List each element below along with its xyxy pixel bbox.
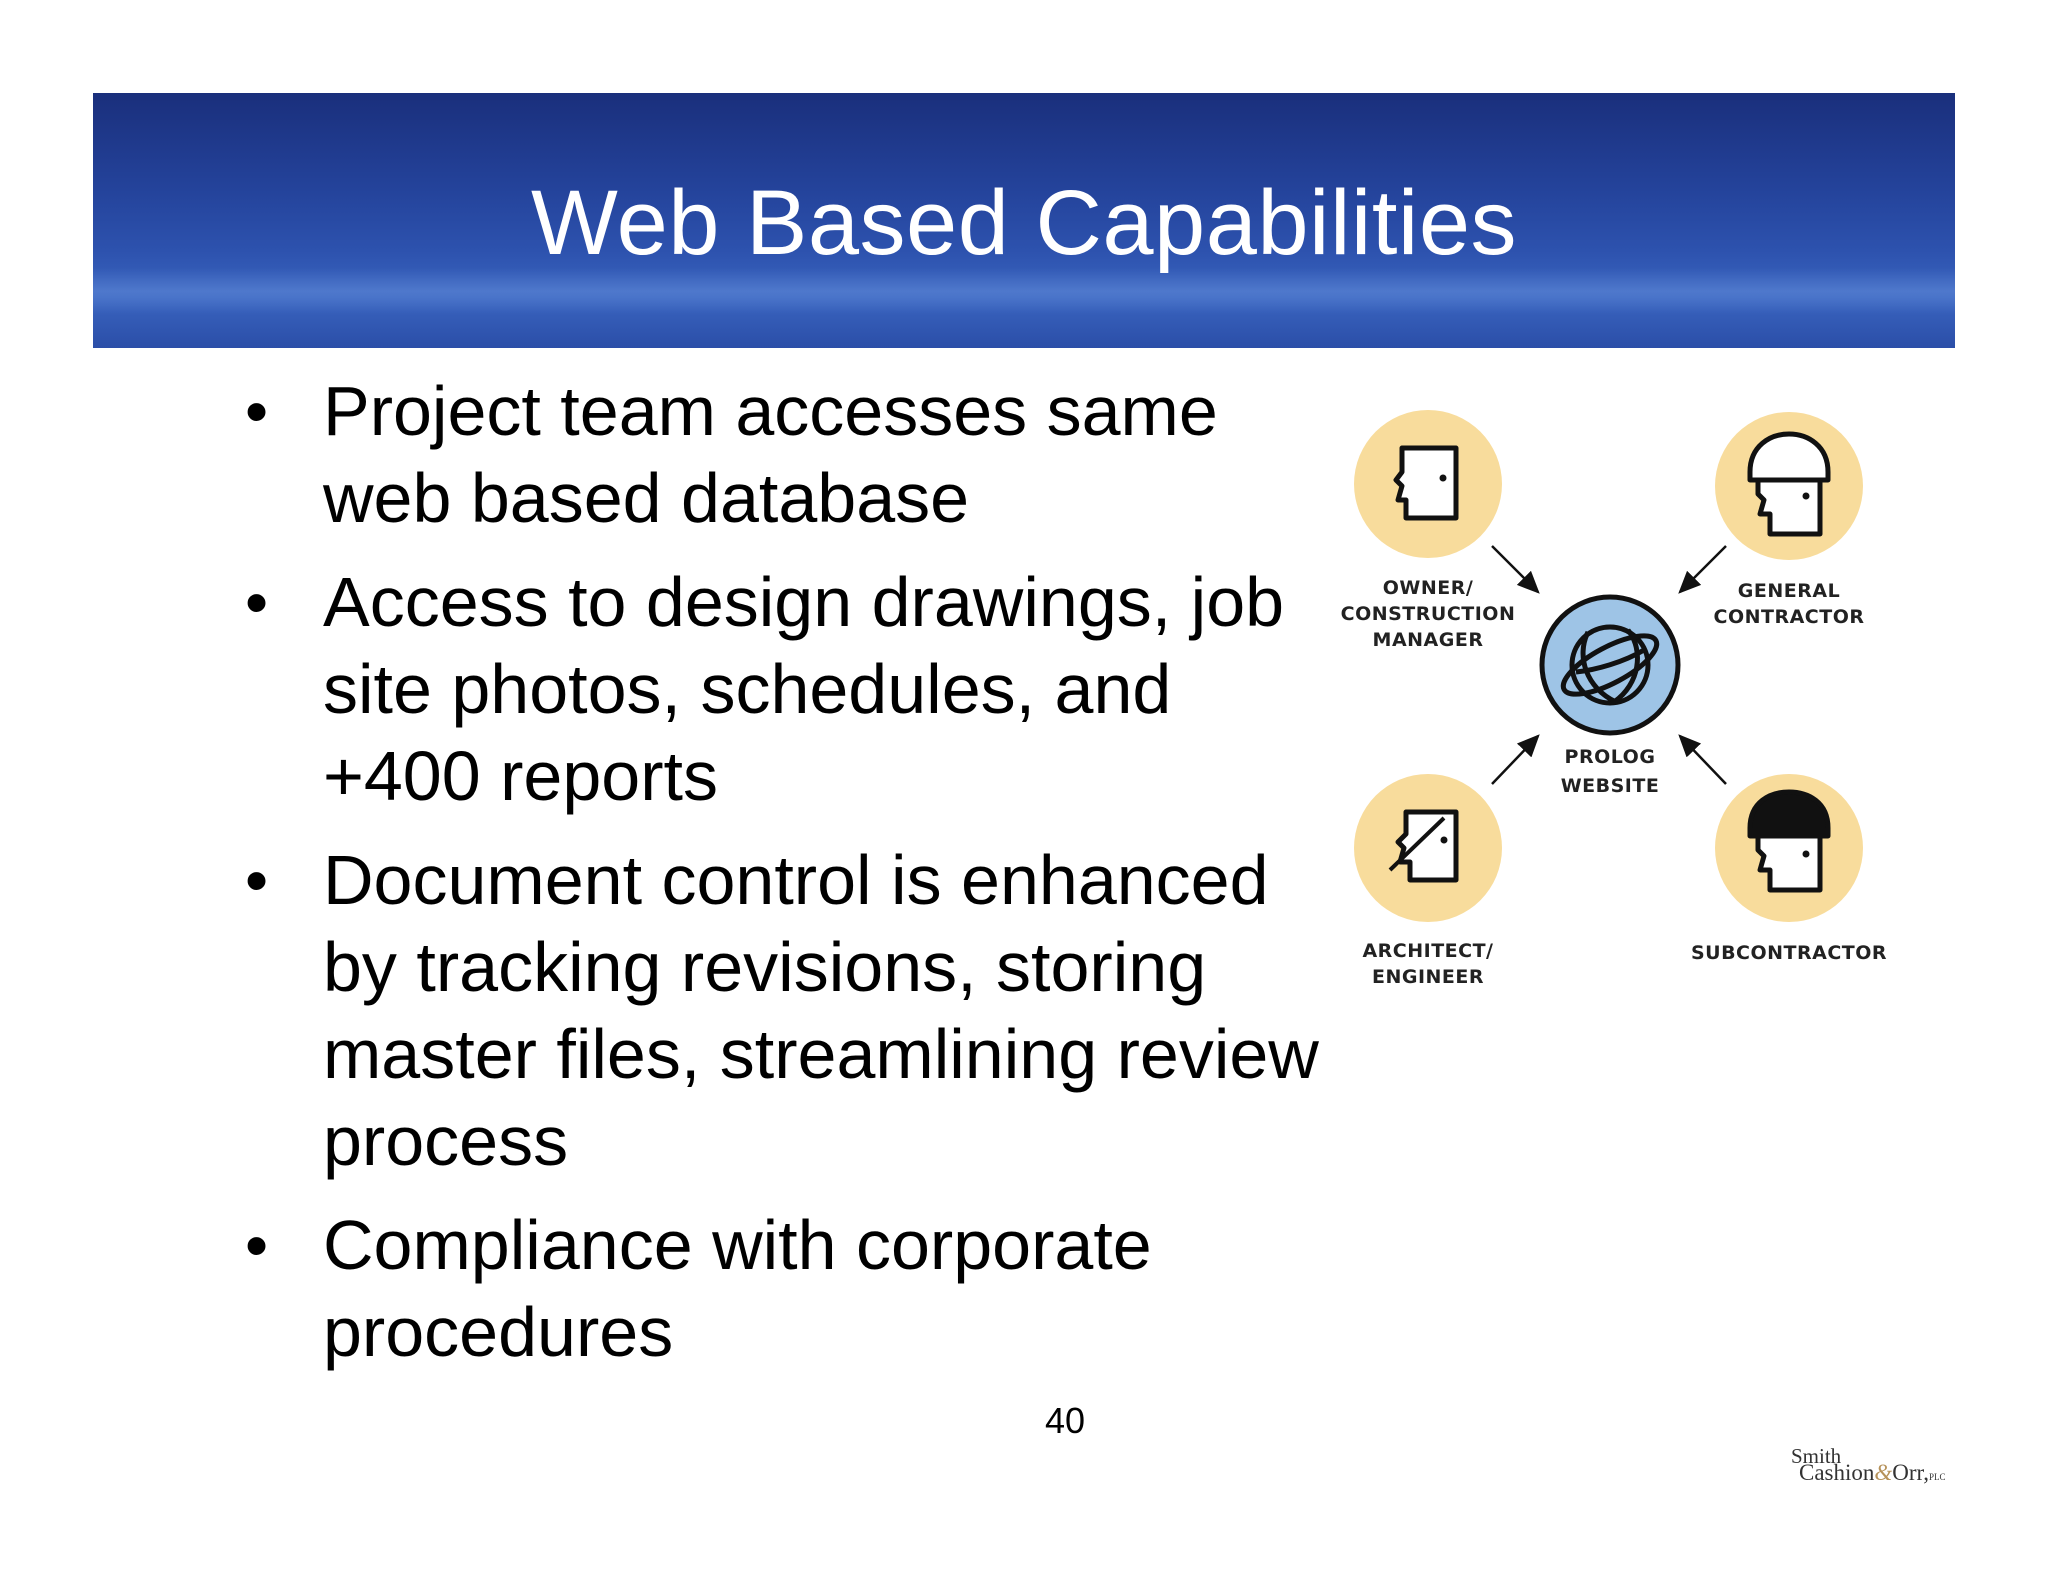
logo-suffix: PLC xyxy=(1929,1472,1946,1482)
bullet-line: Document control is enhanced xyxy=(323,841,1269,919)
architect-eye xyxy=(1440,836,1448,844)
title-bar-sheen xyxy=(93,268,1955,314)
hardhat-head-icon xyxy=(1747,431,1831,537)
architect-node xyxy=(1354,774,1502,922)
globe-icon xyxy=(1560,624,1660,706)
page-number: 40 xyxy=(1044,1400,1086,1441)
center-label-line1: PROLOG xyxy=(1565,746,1656,768)
bullet-line: web based database xyxy=(323,459,970,537)
bullet-line: master files, streamlining review xyxy=(323,1015,1319,1093)
subcontractor-node xyxy=(1715,774,1863,922)
bullet-line: site photos, schedules, and xyxy=(323,650,1172,728)
architect-pencil xyxy=(1388,816,1446,872)
owner-head-icon xyxy=(1393,445,1459,521)
arrow-architect-to-center xyxy=(1491,734,1540,785)
bullet-item: • Access to design drawings, job site ph… xyxy=(245,559,1375,820)
owner-eye xyxy=(1439,474,1447,482)
logo-line1: Smith xyxy=(1791,1444,1842,1468)
logo-line2: Cashion&Orr,PLC xyxy=(1799,1460,1946,1486)
bullet-item: • Document control is enhanced by tracki… xyxy=(245,837,1375,1185)
architect-label-line1: ARCHITECT/ xyxy=(1362,940,1493,962)
bullet-line: by tracking revisions, storing xyxy=(323,928,1207,1006)
center-label-line2: WEBSITE xyxy=(1561,775,1660,797)
bullet-marker: • xyxy=(245,1208,269,1282)
bullet-item: • Project team accesses same web based d… xyxy=(245,368,1375,542)
bullet-line: Compliance with corporate xyxy=(323,1206,1152,1284)
contractor-label-line1: GENERAL xyxy=(1738,580,1840,602)
slide-title: Web Based Capabilities xyxy=(530,172,1518,274)
bullet-marker: • xyxy=(245,843,269,917)
bullet-line: Access to design drawings, job xyxy=(323,563,1285,641)
owner-label-line3: MANAGER xyxy=(1373,629,1484,651)
bullet-line: procedures xyxy=(323,1293,674,1371)
arrow-contractor-to-center xyxy=(1678,545,1727,594)
black-hardhat-head-icon xyxy=(1747,789,1831,893)
owner-node xyxy=(1354,410,1502,558)
logo-ampersand: & xyxy=(1874,1460,1893,1485)
logo-orr: Orr, xyxy=(1892,1460,1930,1485)
arrow-owner-to-center xyxy=(1491,545,1540,594)
arrow-subcontractor-to-center xyxy=(1678,734,1727,785)
contractor-eye xyxy=(1802,492,1810,500)
architect-label-line2: ENGINEER xyxy=(1372,966,1484,988)
bullet-list: • Project team accesses same web based d… xyxy=(245,368,1375,1393)
owner-label-line2: CONSTRUCTION xyxy=(1341,603,1516,625)
bullet-line: Project team accesses same xyxy=(323,372,1218,450)
bullet-line: +400 reports xyxy=(323,737,718,815)
subcontractor-eye xyxy=(1802,850,1810,858)
bullet-marker: • xyxy=(245,565,269,639)
owner-label-line1: OWNER/ xyxy=(1383,577,1474,599)
title-bar: Web Based Capabilities xyxy=(93,93,1955,348)
prolog-diagram: OWNER/ CONSTRUCTION MANAGER GENERAL CONT… xyxy=(1340,400,1900,1020)
bullet-line: process xyxy=(323,1102,569,1180)
architect-head-icon xyxy=(1395,809,1459,883)
logo-cashion: Cashion xyxy=(1799,1460,1875,1485)
contractor-label-line2: CONTRACTOR xyxy=(1714,606,1865,628)
bullet-item: • Compliance with corporate procedures xyxy=(245,1202,1375,1376)
subcontractor-label: SUBCONTRACTOR xyxy=(1691,942,1887,964)
center-node xyxy=(1539,594,1681,736)
general-contractor-node xyxy=(1715,412,1863,560)
bullet-marker: • xyxy=(245,374,269,448)
firm-logo: Smith Cashion&Orr,PLC xyxy=(1785,1444,1975,1496)
